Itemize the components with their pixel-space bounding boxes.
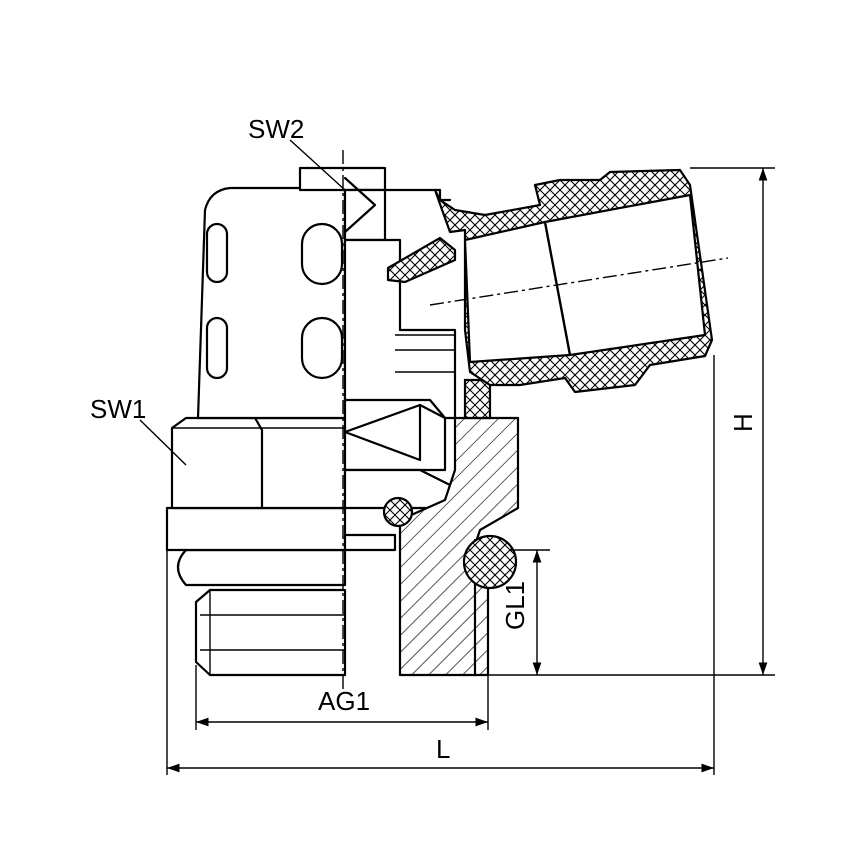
inner-section bbox=[343, 238, 462, 552]
label-ag1: AG1 bbox=[318, 686, 370, 716]
slotted-cap bbox=[196, 186, 347, 420]
label-sw2: SW2 bbox=[248, 114, 304, 144]
flange-ring bbox=[165, 506, 347, 552]
sealing-groove bbox=[176, 548, 347, 587]
label-gl1: GL1 bbox=[500, 581, 530, 630]
hex-nut bbox=[170, 416, 347, 510]
threaded-spigot bbox=[194, 588, 347, 677]
angled-nipple bbox=[429, 168, 729, 394]
label-sw1: SW1 bbox=[90, 394, 146, 424]
label-l: L bbox=[436, 734, 450, 764]
seal-parts bbox=[382, 236, 518, 590]
dimension-lines bbox=[139, 139, 775, 775]
top-nut bbox=[298, 166, 452, 242]
label-h: H bbox=[728, 413, 758, 432]
